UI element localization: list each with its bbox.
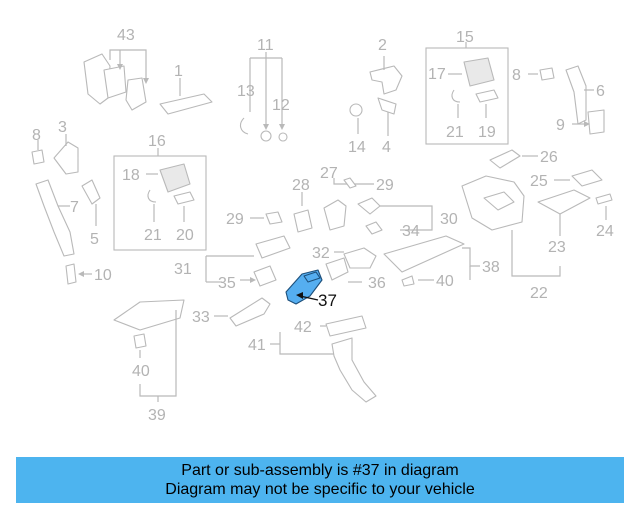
- part-26: 26: [489, 149, 558, 169]
- callout-1: 1: [174, 63, 183, 80]
- callout-23: 23: [548, 239, 566, 256]
- callout-16: 16: [148, 133, 166, 150]
- part-8-left: 8: [31, 127, 45, 165]
- callout-3: 3: [58, 119, 67, 136]
- part-3: 3: [53, 119, 79, 175]
- callout-29-upper: 29: [376, 177, 394, 194]
- part-35: 35: [218, 265, 277, 292]
- part-33: 33: [192, 297, 271, 327]
- callout-25: 25: [530, 173, 548, 190]
- callout-8-right: 8: [512, 67, 521, 84]
- callout-15: 15: [456, 29, 474, 46]
- part-28: 28: [292, 177, 347, 233]
- callout-7: 7: [70, 199, 79, 216]
- callout-37: 37: [318, 291, 337, 310]
- part-41-group: 42 41: [248, 315, 377, 403]
- callout-42: 42: [294, 319, 312, 336]
- part-8-right: 8: [512, 67, 555, 84]
- callout-40-right: 40: [436, 273, 454, 290]
- callout-11: 11: [257, 37, 274, 54]
- callout-31: 31: [174, 261, 192, 278]
- part-39-group: 40 39: [113, 299, 185, 424]
- callout-6: 6: [596, 83, 605, 100]
- part-27: 27 29: [320, 165, 394, 194]
- callout-35: 35: [218, 275, 236, 292]
- part-36: 36: [325, 257, 386, 292]
- callout-39: 39: [148, 407, 166, 424]
- callout-5: 5: [90, 231, 99, 248]
- part-1: 1: [159, 63, 213, 115]
- callout-28: 28: [292, 177, 310, 194]
- callout-29-lower: 29: [226, 211, 244, 228]
- part-30-group: 30 34: [357, 197, 458, 240]
- callout-27: 27: [320, 165, 338, 182]
- callout-40-left: 40: [132, 363, 150, 380]
- part-2: 2: [369, 37, 403, 95]
- part-16-group: 16 18 21 20: [113, 133, 207, 251]
- callout-36: 36: [368, 275, 386, 292]
- callout-38: 38: [482, 259, 500, 276]
- callout-12: 12: [272, 97, 290, 114]
- part-15-group: 15 17 21 19: [425, 29, 509, 145]
- banner-line-1: Part or sub-assembly is #37 in diagram: [181, 462, 459, 479]
- callout-8-left: 8: [32, 127, 41, 144]
- callout-33: 33: [192, 309, 210, 326]
- part-4: 4: [377, 97, 397, 156]
- callout-34: 34: [402, 223, 420, 240]
- info-banner: Part or sub-assembly is #37 in diagram D…: [16, 457, 624, 503]
- callout-17: 17: [428, 66, 446, 83]
- callout-21-left: 21: [144, 227, 162, 244]
- callout-4: 4: [382, 139, 391, 156]
- part-9: 9: [556, 109, 605, 135]
- callout-32: 32: [312, 245, 330, 262]
- callout-9: 9: [556, 117, 565, 134]
- callout-13: 13: [237, 83, 255, 100]
- callout-10: 10: [94, 267, 112, 284]
- part-11-group: 11 12 13: [237, 37, 290, 142]
- callout-26: 26: [540, 149, 558, 166]
- callout-20: 20: [176, 227, 194, 244]
- banner-line-2: Diagram may not be specific to your vehi…: [165, 481, 475, 498]
- callout-43: 43: [117, 27, 135, 44]
- callout-18: 18: [122, 167, 140, 184]
- part-6: 6: [565, 65, 605, 125]
- callout-24: 24: [596, 223, 614, 240]
- callout-41: 41: [248, 337, 266, 354]
- callout-21-right: 21: [446, 124, 464, 141]
- part-37-highlighted[interactable]: 37: [285, 269, 337, 310]
- part-38-group: 38 40: [383, 235, 500, 290]
- part-7: 7: [35, 179, 79, 257]
- callout-2: 2: [378, 37, 387, 54]
- callout-19: 19: [478, 124, 496, 141]
- callout-22: 22: [530, 285, 548, 302]
- callout-30: 30: [440, 211, 458, 228]
- part-5: 5: [81, 179, 101, 248]
- callout-14: 14: [348, 139, 366, 156]
- part-22-group: 22 23 25 24: [461, 169, 614, 302]
- part-32: 32: [312, 245, 377, 269]
- part-31-group: 31: [174, 235, 291, 283]
- part-10: 10: [65, 263, 112, 285]
- part-43-group: 43: [83, 27, 149, 111]
- part-29-lower: 29: [226, 211, 283, 228]
- part-14: 14: [348, 103, 366, 156]
